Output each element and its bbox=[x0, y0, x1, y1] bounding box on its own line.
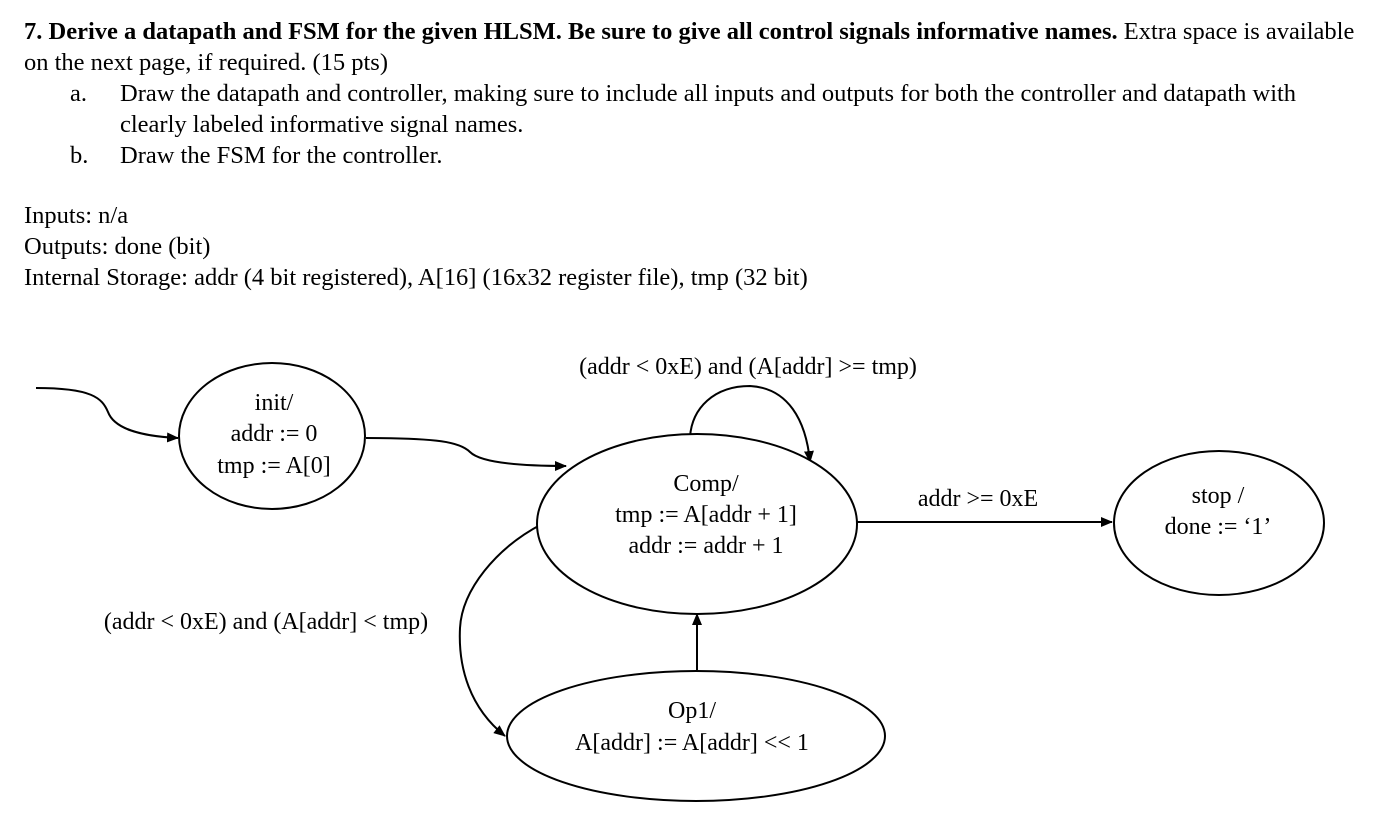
state-op1-name: Op1/ bbox=[668, 698, 716, 724]
state-stop-action: done := ‘1’ bbox=[1165, 514, 1272, 540]
part-a-marker: a. bbox=[70, 80, 87, 107]
hlsm-spec: Inputs: n/a Outputs: done (bit) Internal… bbox=[24, 200, 808, 293]
spec-inputs: Inputs: n/a bbox=[24, 202, 129, 229]
question-title-rest: Extra space is available on the next pag… bbox=[24, 18, 1355, 76]
question-title: 7. Derive a datapath and FSM for the giv… bbox=[24, 16, 1364, 78]
state-init-action-2: tmp := A[0] bbox=[217, 453, 331, 479]
state-init-name: init/ bbox=[255, 390, 294, 416]
comp-self-loop-arrow bbox=[689, 384, 814, 463]
part-b-marker: b. bbox=[70, 142, 89, 169]
state-stop: stop / done := ‘1’ bbox=[1113, 450, 1325, 596]
transition-label-comp-to-stop: addr >= 0xE bbox=[918, 486, 1038, 512]
state-stop-name: stop / bbox=[1192, 483, 1245, 509]
state-init-action-1: addr := 0 bbox=[231, 421, 318, 447]
question-parts: a. Draw the datapath and controller, mak… bbox=[24, 78, 1364, 171]
state-comp-action-2: addr := addr + 1 bbox=[628, 533, 783, 559]
entry-arrow bbox=[35, 387, 179, 443]
comp-to-op1-arrow bbox=[458, 523, 543, 737]
part-b-text: Draw the FSM for the controller. bbox=[120, 142, 443, 169]
transition-label-comp-to-op1: (addr < 0xE) and (A[addr] < tmp) bbox=[104, 609, 428, 635]
part-a-text: Draw the datapath and controller, making… bbox=[120, 80, 1297, 138]
state-op1: Op1/ A[addr] := A[addr] << 1 bbox=[506, 670, 886, 802]
state-init: init/ addr := 0 tmp := A[0] bbox=[178, 362, 366, 510]
init-to-comp-arrow bbox=[365, 437, 567, 471]
state-comp: Comp/ tmp := A[addr + 1] addr := addr + … bbox=[536, 433, 858, 615]
question-block: 7. Derive a datapath and FSM for the giv… bbox=[24, 16, 1364, 171]
state-op1-action: A[addr] := A[addr] << 1 bbox=[575, 730, 809, 756]
state-comp-action-1: tmp := A[addr + 1] bbox=[615, 502, 797, 528]
question-title-bold: 7. Derive a datapath and FSM for the giv… bbox=[24, 18, 1118, 45]
spec-storage: Internal Storage: addr (4 bit registered… bbox=[24, 264, 808, 291]
question-part-a: a. Draw the datapath and controller, mak… bbox=[24, 78, 1364, 140]
transition-label-comp-self: (addr < 0xE) and (A[addr] >= tmp) bbox=[579, 354, 917, 380]
question-part-b: b. Draw the FSM for the controller. bbox=[24, 140, 1364, 171]
state-comp-name: Comp/ bbox=[673, 471, 739, 497]
spec-outputs: Outputs: done (bit) bbox=[24, 233, 211, 260]
